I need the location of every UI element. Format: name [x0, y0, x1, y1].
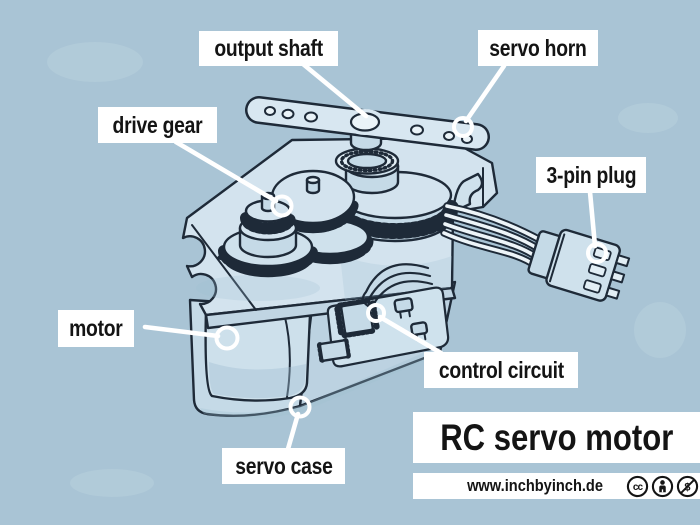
ring-servo-horn [452, 116, 474, 138]
background-texture [47, 42, 686, 497]
ring-servo-case [288, 395, 312, 419]
label-servo-case: servo case [222, 448, 345, 484]
label-three-pin-plug-text: 3-pin plug [546, 161, 636, 188]
leader-servo-horn [463, 63, 507, 124]
ball-bearing [334, 147, 400, 175]
ring-control-circuit [366, 303, 386, 323]
label-servo-case-text: servo case [234, 452, 333, 479]
label-servo-horn: servo horn [478, 30, 598, 66]
label-motor-text: motor [69, 315, 123, 341]
leader-motor [142, 324, 221, 339]
transistor [393, 297, 414, 319]
attribution-icon [651, 475, 674, 497]
motor-drawing [204, 307, 312, 402]
label-output-shaft: output shaft [199, 31, 338, 66]
label-control-circuit: control circuit [424, 352, 578, 388]
nc-icon: $ [676, 475, 699, 497]
license-icons: cc $ [626, 475, 699, 498]
leader-lines [142, 61, 608, 452]
footer: www.inchbyinch.de cc $ [413, 473, 700, 499]
label-control-circuit-text: control circuit [438, 356, 564, 383]
page-title-text: RC servo motor [439, 417, 674, 458]
servo-horn-drawing [245, 96, 490, 151]
label-three-pin-plug: 3-pin plug [536, 157, 646, 193]
qfp-chip [334, 297, 380, 339]
page-title: RC servo motor [413, 412, 700, 463]
plug-drawing [527, 228, 631, 302]
ring-three-pin-plug [586, 242, 608, 264]
wire-bundle-drawing [440, 202, 546, 270]
leader-control-circuit [377, 314, 444, 356]
label-drive-gear: drive gear [98, 107, 217, 143]
label-servo-horn-text: servo horn [489, 34, 587, 61]
leader-drive-gear [173, 139, 279, 204]
footer-website-text: www.inchbyinch.de [467, 476, 603, 495]
cc-icon: cc [626, 475, 649, 497]
label-drive-gear-text: drive gear [112, 111, 203, 138]
ring-drive-gear [270, 194, 294, 218]
ring-motor [214, 325, 240, 351]
dip-chip [316, 338, 351, 363]
leader-servo-case [285, 411, 301, 452]
leader-output-shaft [300, 61, 369, 119]
label-motor: motor [58, 310, 134, 347]
control-circuit-drawing [316, 263, 450, 368]
leader-three-pin-plug [587, 189, 598, 249]
svg-text:cc: cc [633, 482, 644, 493]
label-output-shaft-text: output shaft [214, 35, 323, 61]
